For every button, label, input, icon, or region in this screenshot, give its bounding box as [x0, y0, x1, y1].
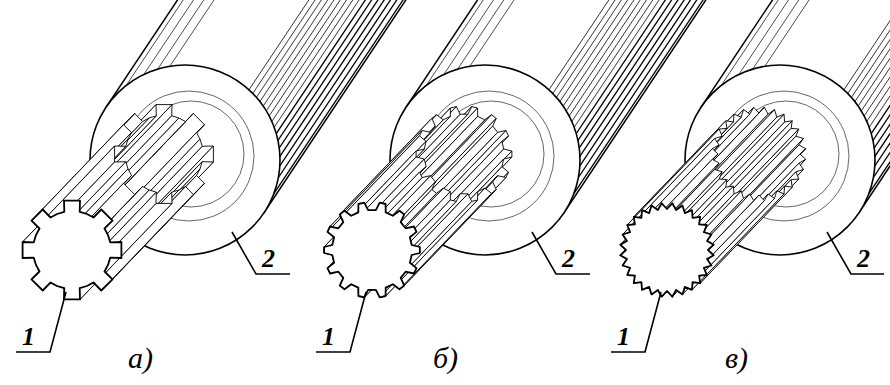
leader-lines [16, 232, 884, 352]
leader-line [532, 232, 590, 274]
leader-line [611, 292, 661, 352]
splined-shaft [620, 0, 890, 297]
splined-shaft [23, 0, 486, 299]
spline-end-face [324, 203, 420, 298]
figure-caption: б) [433, 343, 458, 373]
callout-number: 1 [322, 324, 335, 350]
figure-caption: в) [725, 343, 748, 373]
leader-line [316, 292, 366, 352]
callout-number: 2 [262, 246, 275, 272]
leader-line [232, 232, 290, 274]
leader-line [827, 232, 884, 274]
callout-number: 2 [857, 246, 870, 272]
splined-shaft [324, 0, 786, 297]
leader-line [16, 292, 66, 352]
figure-caption: а) [128, 343, 153, 373]
spline-end-face [23, 201, 122, 300]
callout-number: 1 [22, 324, 35, 350]
callout-number: 1 [617, 324, 630, 350]
callout-number: 2 [562, 246, 575, 272]
spline-end-face [620, 203, 713, 296]
